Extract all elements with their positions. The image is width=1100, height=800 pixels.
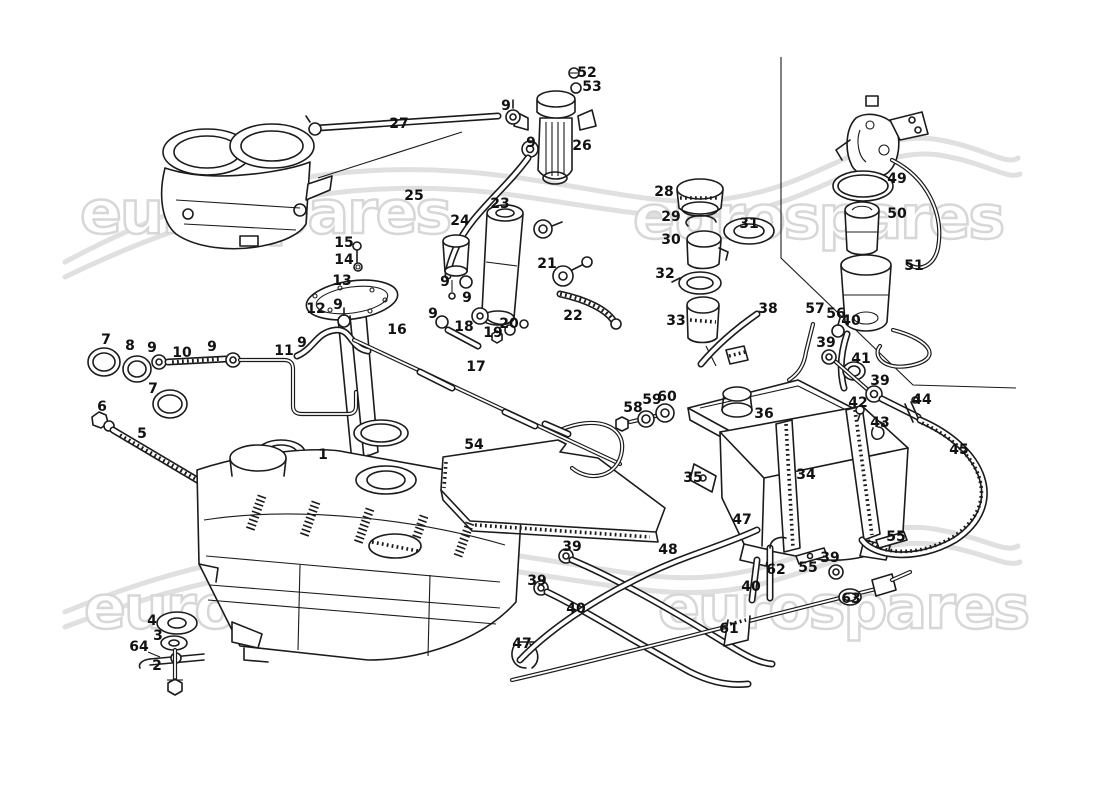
electric-pump-group: [832, 95, 942, 369]
callout-51: 51: [904, 258, 924, 275]
callout-41: 41: [851, 351, 871, 368]
callout-30: 30: [661, 232, 681, 249]
callout-62: 62: [766, 562, 786, 579]
callout-9: 9: [428, 306, 438, 323]
callout-40: 40: [566, 601, 586, 618]
callout-24: 24: [450, 213, 470, 230]
callout-29: 29: [661, 209, 681, 226]
callout-34: 34: [796, 467, 816, 484]
callout-47: 47: [732, 512, 752, 529]
callout-39: 39: [820, 550, 840, 567]
callout-40: 40: [741, 579, 761, 596]
callout-10: 10: [172, 345, 192, 362]
callout-31: 31: [739, 216, 759, 233]
callout-58: 58: [623, 400, 643, 417]
bottom-hoses-group: [509, 526, 913, 688]
callout-33: 33: [666, 313, 686, 330]
reserve-tank-group: [687, 379, 909, 567]
callout-20: 20: [499, 316, 519, 333]
callout-16: 16: [387, 322, 407, 339]
callout-13: 13: [332, 273, 352, 290]
carburetor-drawing: [160, 123, 463, 250]
callout-38: 38: [758, 301, 778, 318]
callout-32: 32: [655, 266, 675, 283]
callout-39: 39: [562, 539, 582, 556]
callout-49: 49: [887, 171, 907, 188]
callout-54: 54: [464, 437, 484, 454]
callout-56: 56: [826, 306, 846, 323]
hose-12: [293, 307, 372, 360]
filter-23-group: [435, 204, 622, 350]
fuel-pump-drawing: [505, 67, 597, 185]
vent-hoses-group: [615, 310, 988, 559]
callout-9: 9: [297, 335, 307, 352]
callout-5: 5: [137, 426, 147, 443]
fuel-pipe-16: [351, 337, 623, 467]
callout-6: 6: [97, 399, 107, 416]
mount-bolt-group: [138, 611, 205, 696]
callout-36: 36: [754, 406, 774, 423]
callout-39: 39: [870, 373, 890, 390]
callout-43: 43: [870, 415, 890, 432]
callout-9: 9: [501, 98, 511, 115]
callout-47: 47: [512, 636, 532, 653]
callout-9: 9: [333, 297, 343, 314]
fuel-line-27: [305, 112, 502, 136]
callout-1: 1: [318, 447, 328, 464]
callout-63: 63: [841, 591, 861, 608]
callout-4: 4: [147, 613, 157, 630]
callout-26: 26: [572, 138, 592, 155]
callout-39: 39: [527, 573, 547, 590]
callout-53: 53: [582, 79, 602, 96]
fuel-pipe-17: [541, 420, 625, 479]
left-fittings-group: [87, 347, 359, 529]
callout-39: 39: [816, 335, 836, 352]
callout-7: 7: [148, 381, 158, 398]
callout-14: 14: [334, 252, 354, 269]
callout-45: 45: [949, 442, 969, 459]
callout-35: 35: [683, 470, 703, 487]
callout-9: 9: [440, 274, 450, 291]
callout-22: 22: [563, 308, 583, 325]
filler-cap-column: [671, 178, 775, 367]
callout-25: 25: [404, 188, 424, 205]
callout-18: 18: [454, 319, 474, 336]
callout-7: 7: [101, 332, 111, 349]
callout-44: 44: [912, 392, 932, 409]
callout-59: 59: [642, 392, 662, 409]
callout-60: 60: [657, 389, 677, 406]
callout-27: 27: [389, 116, 409, 133]
callout-2: 2: [152, 658, 162, 675]
callout-21: 21: [537, 256, 557, 273]
callout-12: 12: [306, 301, 326, 318]
callout-50: 50: [887, 206, 907, 223]
callout-40: 40: [841, 313, 861, 330]
callout-17: 17: [466, 359, 486, 376]
callout-8: 8: [125, 338, 135, 355]
callout-3: 3: [153, 628, 163, 645]
callout-15: 15: [334, 235, 354, 252]
callout-55: 55: [798, 560, 818, 577]
callout-9: 9: [462, 290, 472, 307]
main-fuel-tank: [196, 419, 524, 663]
callout-48: 48: [658, 542, 678, 559]
callout-57: 57: [805, 301, 825, 318]
callout-55: 55: [886, 529, 906, 546]
callout-52: 52: [577, 65, 597, 82]
callout-9: 9: [526, 135, 536, 152]
callout-61: 61: [719, 621, 739, 638]
callout-64: 64: [129, 639, 149, 656]
callout-28: 28: [654, 184, 674, 201]
callout-11: 11: [274, 343, 294, 360]
callout-42: 42: [848, 395, 868, 412]
callout-19: 19: [483, 325, 503, 342]
callout-9: 9: [147, 340, 157, 357]
callout-9: 9: [207, 339, 217, 356]
callout-23: 23: [490, 196, 510, 213]
heat-shield-54: [440, 439, 666, 543]
